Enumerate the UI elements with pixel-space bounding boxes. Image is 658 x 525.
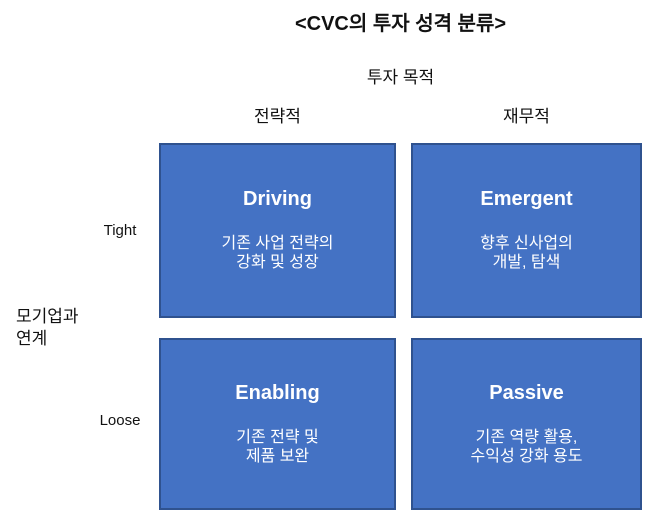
diagram-title: <CVC의 투자 성격 분류> bbox=[294, 13, 507, 35]
quadrant-driving: Driving 기존 사업 전략의 강화 및 성장 bbox=[159, 143, 396, 318]
quadrant-enabling-desc: 기존 전략 및 제품 보완 bbox=[236, 428, 319, 465]
quadrant-driving-desc: 기존 사업 전략의 강화 및 성장 bbox=[221, 235, 334, 271]
quadrant-enabling-title: Enabling bbox=[235, 381, 320, 404]
x-axis-title: 투자 목적 bbox=[366, 68, 435, 87]
row-label-loose: Loose bbox=[99, 412, 141, 429]
quadrant-driving-title: Driving bbox=[243, 188, 312, 210]
quadrant-emergent-desc: 향후 신사업의 개발, 탐색 bbox=[480, 235, 573, 271]
quadrant-emergent: Emergent 향후 신사업의 개발, 탐색 bbox=[411, 143, 642, 318]
quadrant-passive-title: Passive bbox=[489, 381, 564, 404]
row-label-tight: Tight bbox=[103, 222, 137, 239]
quadrant-enabling: Enabling 기존 전략 및 제품 보완 bbox=[159, 338, 396, 510]
y-axis-title: 모기업과 연계 bbox=[16, 307, 79, 348]
quadrant-passive-desc: 기존 역량 활용, 수익성 강화 용도 bbox=[470, 428, 583, 465]
quadrant-passive: Passive 기존 역량 활용, 수익성 강화 용도 bbox=[411, 338, 642, 510]
column-label-financial: 재무적 bbox=[503, 107, 550, 126]
column-label-strategic: 전략적 bbox=[254, 107, 301, 126]
quadrant-emergent-title: Emergent bbox=[480, 188, 573, 210]
